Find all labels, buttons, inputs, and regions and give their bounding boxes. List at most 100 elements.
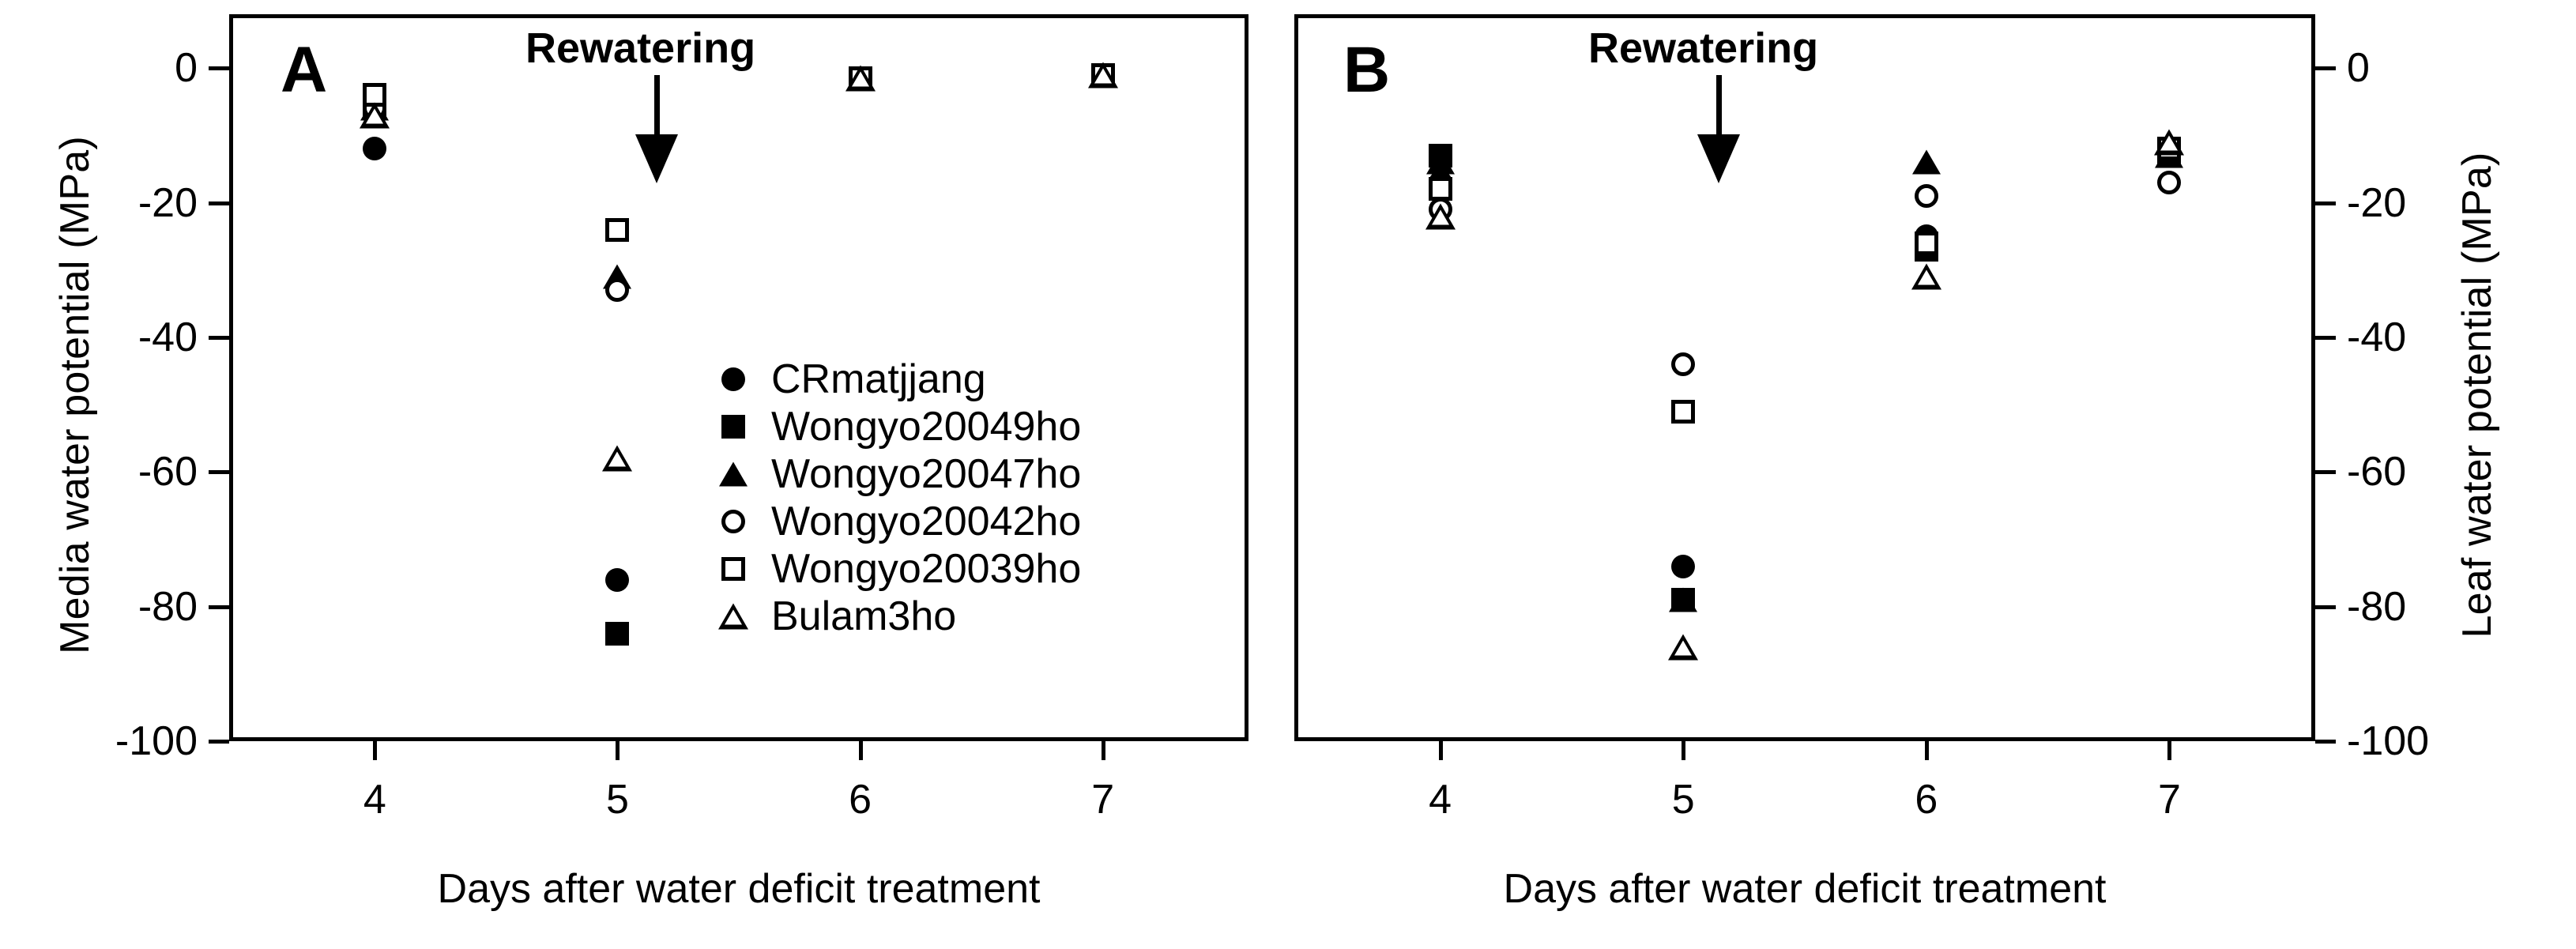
- panel-a-rewatering-label: Rewatering: [525, 24, 756, 72]
- data-point-wongyo20042ho-day5: [1671, 352, 1696, 376]
- x-tick-label: 4: [1429, 777, 1452, 823]
- y-tick: [209, 604, 229, 609]
- x-tick-label: 6: [1915, 777, 1938, 823]
- x-tick: [2167, 741, 2172, 760]
- data-point-wongyo20039ho-day6: [1914, 231, 1938, 255]
- x-tick: [1924, 741, 1929, 760]
- data-point-crmatjjang-day5: [1671, 554, 1696, 578]
- data-point-bulam3ho-day5: [1668, 634, 1699, 661]
- y-tick: [209, 740, 229, 744]
- y-tick-label: 0: [175, 45, 198, 92]
- data-point-wongyo20039ho-day4: [1428, 177, 1452, 201]
- legend-label: Wongyo20039ho: [771, 546, 1082, 592]
- marker-tri-filled: [719, 461, 748, 487]
- data-point-crmatjjang-day5: [605, 567, 630, 592]
- panel-a-y-axis-title: Media water potential (MPa): [52, 136, 98, 654]
- y-tick: [2315, 201, 2336, 205]
- data-point-wongyo20042ho-day6: [1914, 184, 1938, 208]
- marker-tri-open: [718, 603, 748, 630]
- data-point-bulam3ho-day7: [2154, 129, 2185, 156]
- panel-b-y-axis-title: Leaf water potential (MPa): [2454, 152, 2500, 638]
- legend-label: Wongyo20047ho: [771, 451, 1082, 497]
- data-point-wongyo20047ho-day6: [1911, 149, 1941, 175]
- data-point-wongyo20042ho-day7: [2157, 170, 2182, 194]
- y-tick-label: -80: [2347, 583, 2407, 630]
- marker-circle-open: [721, 510, 745, 533]
- y-tick-label: -20: [2347, 179, 2407, 226]
- panel-a-x-axis-title: Days after water deficit treatment: [437, 866, 1041, 912]
- x-tick-label: 6: [849, 777, 872, 823]
- y-tick-label: -100: [115, 718, 198, 764]
- marker-square-filled: [721, 415, 745, 439]
- legend-label: CRmatjjang: [771, 356, 986, 402]
- marker-circle-filled: [721, 367, 745, 391]
- legend-label: Wongyo20049ho: [771, 404, 1082, 450]
- x-tick: [373, 741, 378, 760]
- data-point-bulam3ho-day7: [1087, 62, 1118, 88]
- y-tick-label: -100: [2347, 718, 2430, 764]
- x-tick: [1682, 741, 1686, 760]
- data-point-wongyo20047ho-day5: [1669, 587, 1698, 612]
- y-tick: [2315, 335, 2336, 340]
- legend-marker-tri-open: [695, 593, 771, 640]
- legend-marker-square-open: [695, 545, 771, 593]
- y-tick: [2315, 470, 2336, 475]
- y-tick-label: 0: [2347, 45, 2370, 92]
- x-tick: [1438, 741, 1443, 760]
- legend-item-crmatjjang[interactable]: CRmatjjang: [695, 356, 1081, 403]
- y-tick: [209, 201, 229, 205]
- data-point-bulam3ho-day6: [1911, 263, 1941, 290]
- legend-item-wongyo20039ho[interactable]: Wongyo20039ho: [695, 545, 1081, 593]
- y-tick-label: -40: [137, 314, 198, 360]
- y-tick: [2315, 66, 2336, 71]
- panel-b-rewatering-arrow-shaft: [1716, 75, 1722, 138]
- x-tick-label: 5: [1671, 777, 1695, 823]
- panel-b-letter: B: [1343, 34, 1391, 106]
- data-point-bulam3ho-day5: [602, 445, 633, 472]
- data-point-crmatjjang-day4: [363, 137, 387, 161]
- y-tick-label: -40: [2347, 314, 2407, 360]
- x-tick: [616, 741, 620, 760]
- x-tick: [1101, 741, 1105, 760]
- panel-b-rewatering-label: Rewatering: [1588, 24, 1819, 72]
- data-point-wongyo20042ho-day5: [605, 278, 630, 303]
- legend-marker-tri-filled: [695, 450, 771, 498]
- legend-item-wongyo20047ho[interactable]: Wongyo20047ho: [695, 450, 1081, 498]
- panel-a-rewatering-arrow-head: [635, 134, 678, 183]
- data-point-bulam3ho-day6: [845, 65, 876, 92]
- legend-marker-square-filled: [695, 403, 771, 450]
- y-tick: [2315, 740, 2336, 744]
- y-tick: [209, 470, 229, 475]
- y-tick-label: -20: [137, 179, 198, 226]
- y-tick-label: -80: [137, 583, 198, 630]
- data-point-wongyo20039ho-day5: [605, 217, 630, 242]
- data-point-bulam3ho-day4: [1425, 203, 1456, 230]
- legend-marker-circle-open: [695, 498, 771, 545]
- data-point-wongyo20049ho-day5: [605, 621, 630, 646]
- x-tick-label: 4: [363, 777, 386, 823]
- panel-b-plot-area: [1294, 14, 2315, 741]
- y-tick: [209, 66, 229, 71]
- panel-b-x-axis-title: Days after water deficit treatment: [1503, 866, 2107, 912]
- panel-a-rewatering-arrow-shaft: [654, 75, 660, 138]
- legend-marker-circle-filled: [695, 356, 771, 403]
- y-tick: [2315, 604, 2336, 609]
- data-point-wongyo20047ho-day4: [1425, 149, 1455, 175]
- marker-square-open: [721, 557, 745, 581]
- legend-label: Wongyo20042ho: [771, 499, 1082, 544]
- legend-item-wongyo20042ho[interactable]: Wongyo20042ho: [695, 498, 1081, 545]
- panel-b-rewatering-arrow-head: [1697, 134, 1740, 183]
- y-tick-label: -60: [137, 449, 198, 495]
- y-tick: [209, 335, 229, 340]
- data-point-bulam3ho-day4: [360, 102, 390, 129]
- x-tick-label: 7: [2157, 777, 2181, 823]
- x-tick-label: 7: [1091, 777, 1115, 823]
- legend-item-wongyo20049ho[interactable]: Wongyo20049ho: [695, 403, 1081, 450]
- y-tick-label: -60: [2347, 449, 2407, 495]
- legend-label: Bulam3ho: [771, 593, 957, 639]
- panel-a-letter: A: [281, 34, 328, 106]
- x-tick: [858, 741, 863, 760]
- legend-item-bulam3ho[interactable]: Bulam3ho: [695, 593, 1081, 640]
